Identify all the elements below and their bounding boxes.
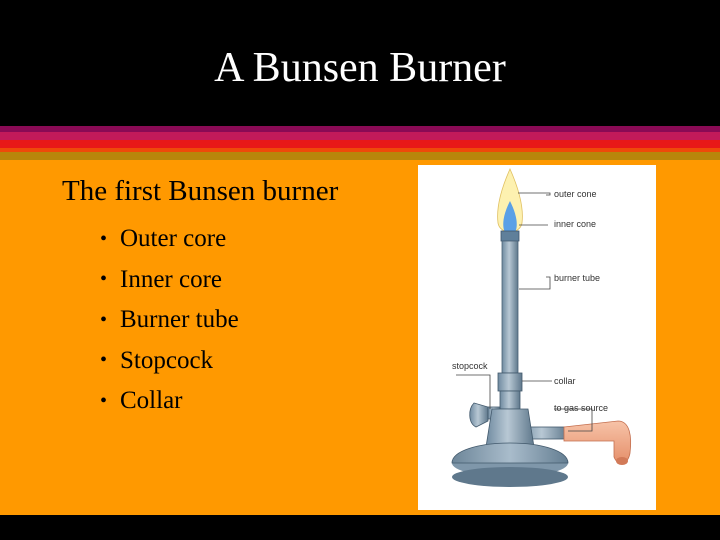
bullet-marker: • [100,349,108,372]
bullet-text: Outer core [120,225,227,253]
label-stopcock: stopcock [452,361,488,371]
label-gas-source: to gas source [554,403,608,413]
bullet-item: • Inner core [100,260,239,301]
burner-base-icon [451,408,569,487]
label-inner-cone: inner cone [554,219,596,229]
bullet-item: • Stopcock [100,341,239,382]
bullet-marker: • [100,227,108,250]
slide-subtitle: The first Bunsen burner [62,175,339,207]
bullet-item: • Burner tube [100,300,239,341]
burner-tube-icon [500,230,520,374]
bunsen-burner-diagram: outer cone inner cone burner tube stopco… [418,165,656,510]
bullet-item: • Collar [100,381,239,422]
bullet-text: Burner tube [120,306,239,334]
label-burner-tube: burner tube [554,273,600,283]
title-bar [0,0,720,126]
stripe-magenta [0,132,720,140]
stripe-red [0,140,720,148]
label-collar: collar [554,376,576,386]
bullet-marker: • [100,389,108,412]
flame-icon [497,168,523,236]
stripe-orange-red [0,148,720,152]
slide-title: A Bunsen Burner [214,45,506,91]
bullet-text: Collar [120,387,183,415]
bottom-bar [0,515,720,540]
bullet-text: Inner core [120,265,223,293]
stripe-purple [0,126,720,132]
stripe-brown [0,152,720,160]
bullet-list: • Outer core • Inner core • Burner tube • St… [100,219,239,422]
label-outer-cone: outer cone [554,189,597,199]
bullet-marker: • [100,308,108,331]
bullet-marker: • [100,268,108,291]
label-leader-lines [456,192,593,432]
bullet-item: • Outer core [100,219,239,260]
collar-icon [497,372,523,410]
bullet-text: Stopcock [120,346,214,374]
